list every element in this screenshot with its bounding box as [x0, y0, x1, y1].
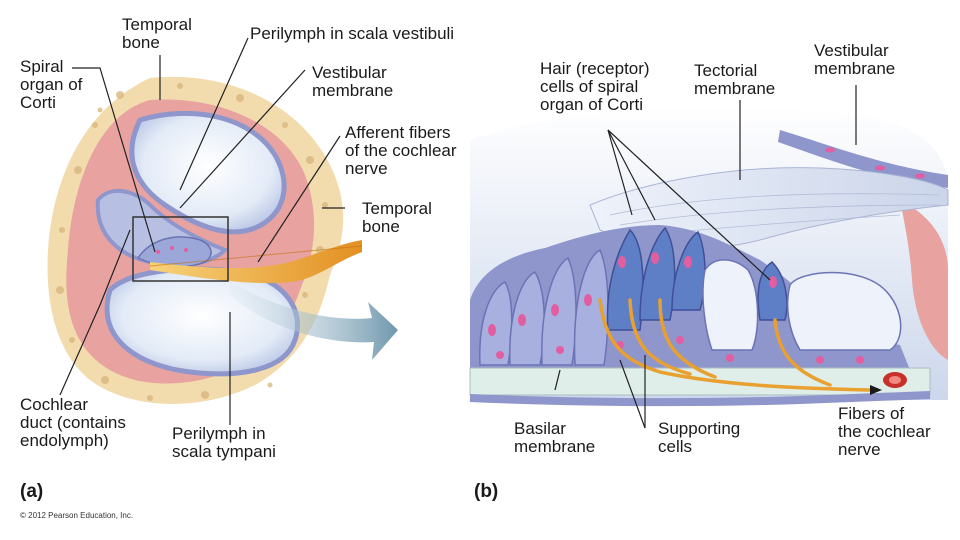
panel-b-organ-of-corti [469, 85, 949, 429]
vestibular-membrane-b [778, 130, 948, 188]
spiral-ligament [900, 200, 948, 360]
label-hair-cells: Hair (receptor) cells of spiral organ of… [540, 59, 650, 114]
label-perilymph-scala-tympani: Perilymph in scala tympani [172, 424, 276, 461]
label-spiral-organ-of-corti: Spiral organ of Corti [20, 57, 83, 112]
label-vestibular-membrane-a: Vestibular membrane [312, 63, 394, 100]
cochlear-nerve-fibers-b [598, 298, 872, 392]
panel-b-tag: (b) [474, 481, 499, 502]
label-fibers-cochlear-nerve: Fibers of the cochlear nerve [838, 404, 931, 459]
label-basilar-membrane: Basilar membrane [514, 419, 596, 456]
label-cochlear-duct: Cochlear duct (contains endolymph) [20, 395, 126, 450]
label-temporal-bone-right: Temporal bone [362, 199, 432, 236]
panel-a-cross-section [47, 37, 398, 425]
bone-pores [56, 83, 328, 401]
panel-a-tag: (a) [20, 481, 44, 502]
label-afferent-fibers: Afferent fibers of the cochlear nerve [345, 123, 457, 178]
panel-a-leaders [59, 37, 345, 425]
label-vestibular-membrane-b: Vestibular membrane [814, 41, 896, 78]
tunnel-spaces [702, 259, 902, 351]
copyright-notice: © 2012 Pearson Education, Inc. [20, 511, 134, 520]
scala-vestibuli [129, 110, 287, 235]
label-perilymph-scala-vestibuli: Perilymph in scala vestibuli [250, 24, 455, 43]
label-supporting-cells: Supporting cells [658, 419, 741, 456]
zoom-region-box [132, 216, 229, 282]
label-tectorial-membrane: Tectorial membrane [694, 61, 776, 98]
panel-b-leaders [554, 85, 857, 429]
hair-cell-columns [606, 226, 788, 331]
zoom-arrow [230, 282, 398, 360]
supporting-cell-columns [479, 248, 609, 366]
label-temporal-bone-top: Temporal bone [122, 15, 192, 52]
cochlear-nerve-a [150, 240, 362, 284]
cell-nuclei [488, 252, 864, 364]
fibers-arrowhead [870, 385, 882, 395]
